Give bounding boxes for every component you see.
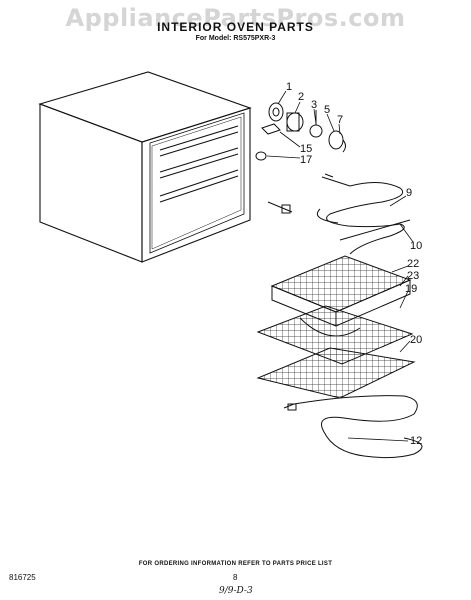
ordering-info-note: FOR ORDERING INFORMATION REFER TO PARTS … [138,561,333,567]
broil-element [283,395,423,459]
oven-cavity [38,71,252,263]
callout-23: 23 [407,270,419,282]
page-number: 8 [233,573,238,582]
callout-19: 19 [405,283,417,295]
callout-15: 15 [300,143,312,155]
callout-7: 7 [337,114,343,126]
callout-20: 20 [410,334,422,346]
callout-5: 5 [324,104,330,116]
callout-labels: 1 2 3 5 7 15 17 9 10 22 23 19 20 12 [286,81,422,447]
callout-22: 22 [407,258,419,270]
model-subtitle: For Model: RS575PXR-3 [195,35,276,42]
diagram-title: INTERIOR OVEN PARTS [157,20,314,34]
document-number: 816725 [9,573,36,582]
callout-9: 9 [406,187,412,199]
leader-lines [266,90,414,442]
callout-1: 1 [286,81,292,93]
callout-12: 12 [410,435,422,447]
bake-element [267,173,411,255]
callout-2: 2 [298,91,304,103]
small-bracket-parts [255,123,281,161]
callout-17: 17 [300,154,312,166]
watermark: AppliancePartsPros.com [65,4,406,32]
oven-racks [256,305,416,399]
callout-10: 10 [410,240,422,252]
callout-3: 3 [311,99,317,111]
handwritten-date-mark: 9/9-D-3 [219,586,253,596]
